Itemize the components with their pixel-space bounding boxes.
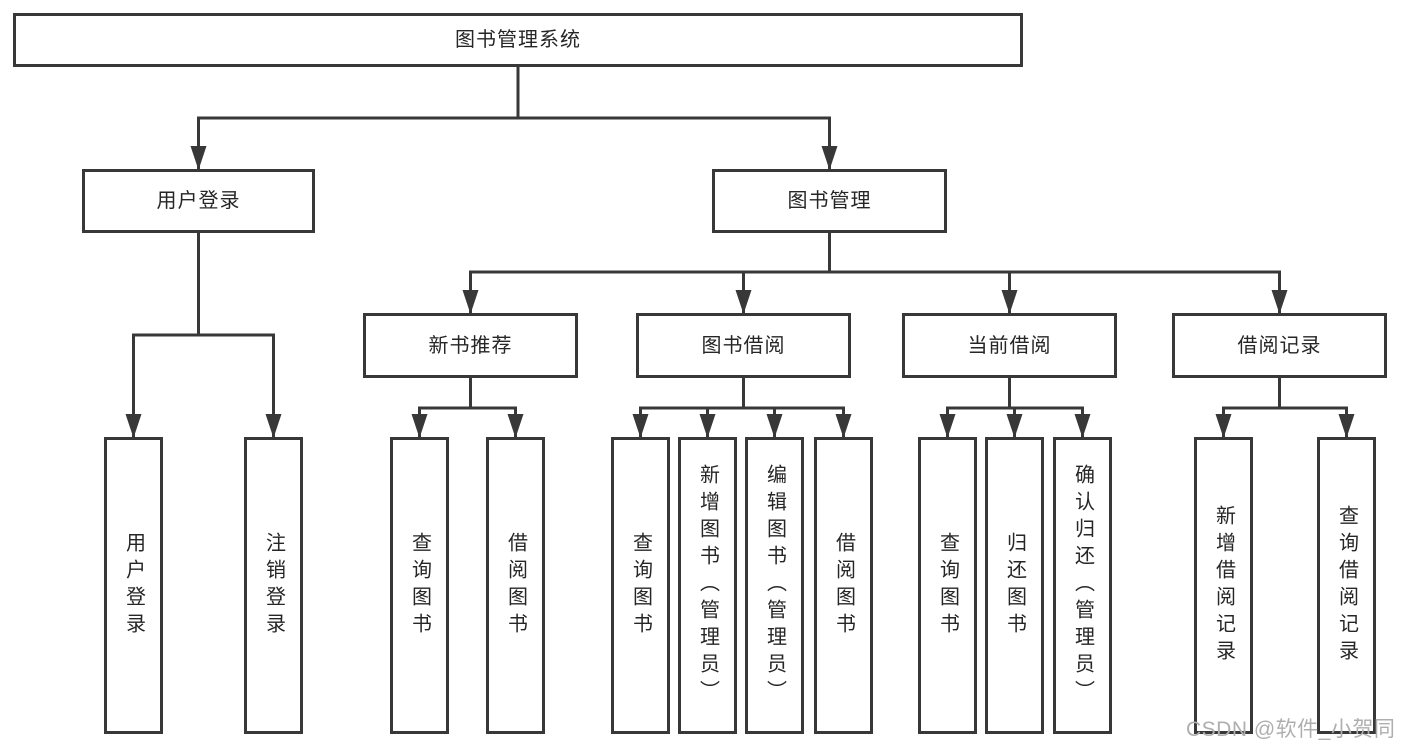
node-leaf-borrow-books-2: 借阅图书 <box>814 437 873 734</box>
csdn-watermark: CSDN @软件_小贺同学 <box>1186 718 1396 741</box>
node-book-management: 图书管理 <box>712 169 947 233</box>
node-borrow-records: 借阅记录 <box>1172 313 1387 378</box>
node-leaf-return-books: 归还图书 <box>985 437 1044 734</box>
node-leaf-borrow-books-1: 借阅图书 <box>486 437 545 734</box>
node-leaf-add-books-admin: 新增图书（管理员） <box>678 437 737 734</box>
node-current-borrow: 当前借阅 <box>902 313 1117 378</box>
node-leaf-user-login: 用户登录 <box>104 437 163 734</box>
node-leaf-query-books-3: 查询图书 <box>918 437 977 734</box>
node-leaf-query-borrow-record: 查询借阅记录 <box>1317 437 1376 734</box>
node-library-management-system: 图书管理系统 <box>13 13 1023 67</box>
node-leaf-confirm-return-admin: 确认归还（管理员） <box>1053 437 1112 734</box>
node-leaf-edit-books-admin: 编辑图书（管理员） <box>745 437 804 734</box>
node-new-book-recommend: 新书推荐 <box>363 313 578 378</box>
node-leaf-query-books-1: 查询图书 <box>390 437 449 734</box>
node-leaf-add-borrow-record: 新增借阅记录 <box>1194 437 1253 734</box>
node-leaf-logout: 注销登录 <box>244 437 303 734</box>
node-book-borrow: 图书借阅 <box>636 313 851 378</box>
node-leaf-query-books-2: 查询图书 <box>611 437 670 734</box>
node-user-login: 用户登录 <box>82 169 315 233</box>
